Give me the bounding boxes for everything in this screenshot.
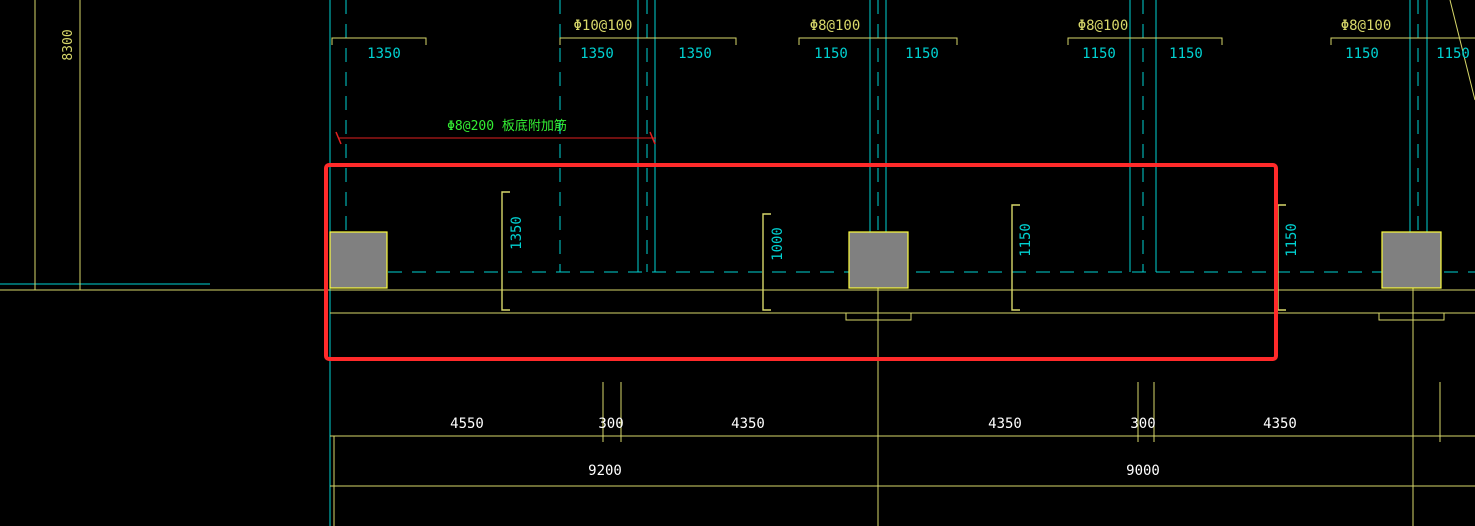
top-dim-3: 1350: [678, 46, 712, 62]
added-bar-text: Φ8@200 板底附加筋: [447, 118, 567, 134]
bottom-dim-2: 300: [598, 416, 623, 432]
vertical-dim-1: 1350: [509, 216, 525, 250]
bottom-dim-4: 4350: [988, 416, 1022, 432]
bottom-total-2: 9000: [1126, 463, 1160, 479]
bottom-total-1: 9200: [588, 463, 622, 479]
height-label: 8300: [61, 29, 76, 60]
column-1: [329, 231, 388, 289]
top-dim-4: 1150: [814, 46, 848, 62]
bottom-dim-3: 4350: [731, 416, 765, 432]
column-3: [1381, 231, 1442, 289]
top-dim-7: 1150: [1169, 46, 1203, 62]
selection-highlight-frame[interactable]: [324, 163, 1278, 361]
columns[interactable]: [329, 231, 1442, 289]
rebar-label-2: Φ8@100: [810, 18, 861, 34]
vertical-dim-2: 1000: [770, 227, 786, 261]
top-dim-1: 1350: [367, 46, 401, 62]
grid-lines: [0, 0, 1428, 526]
bottom-dim-6: 4350: [1263, 416, 1297, 432]
top-dim-6: 1150: [1082, 46, 1116, 62]
rebar-label-1: Φ10@100: [573, 18, 632, 34]
top-dim-2: 1350: [580, 46, 614, 62]
top-dim-9: 1150: [1436, 46, 1470, 62]
column-2: [848, 231, 909, 289]
top-dim-5: 1150: [905, 46, 939, 62]
vertical-dim-4: 1150: [1284, 223, 1300, 257]
top-dimension-brackets: [331, 37, 1475, 45]
bottom-dimension-lines: [330, 382, 1475, 526]
top-dim-8: 1150: [1345, 46, 1379, 62]
added-bar-dimension: [335, 131, 656, 145]
vertical-dim-3: 1150: [1018, 223, 1034, 257]
bottom-dim-1: 4550: [450, 416, 484, 432]
text-labels: 8300 Φ10@100 Φ8@100 Φ8@100 Φ8@100 1350 1…: [61, 18, 1470, 479]
rebar-label-3: Φ8@100: [1078, 18, 1129, 34]
bottom-dim-5: 300: [1130, 416, 1155, 432]
rebar-label-4: Φ8@100: [1341, 18, 1392, 34]
dashed-axis-lines: [345, 0, 1475, 273]
